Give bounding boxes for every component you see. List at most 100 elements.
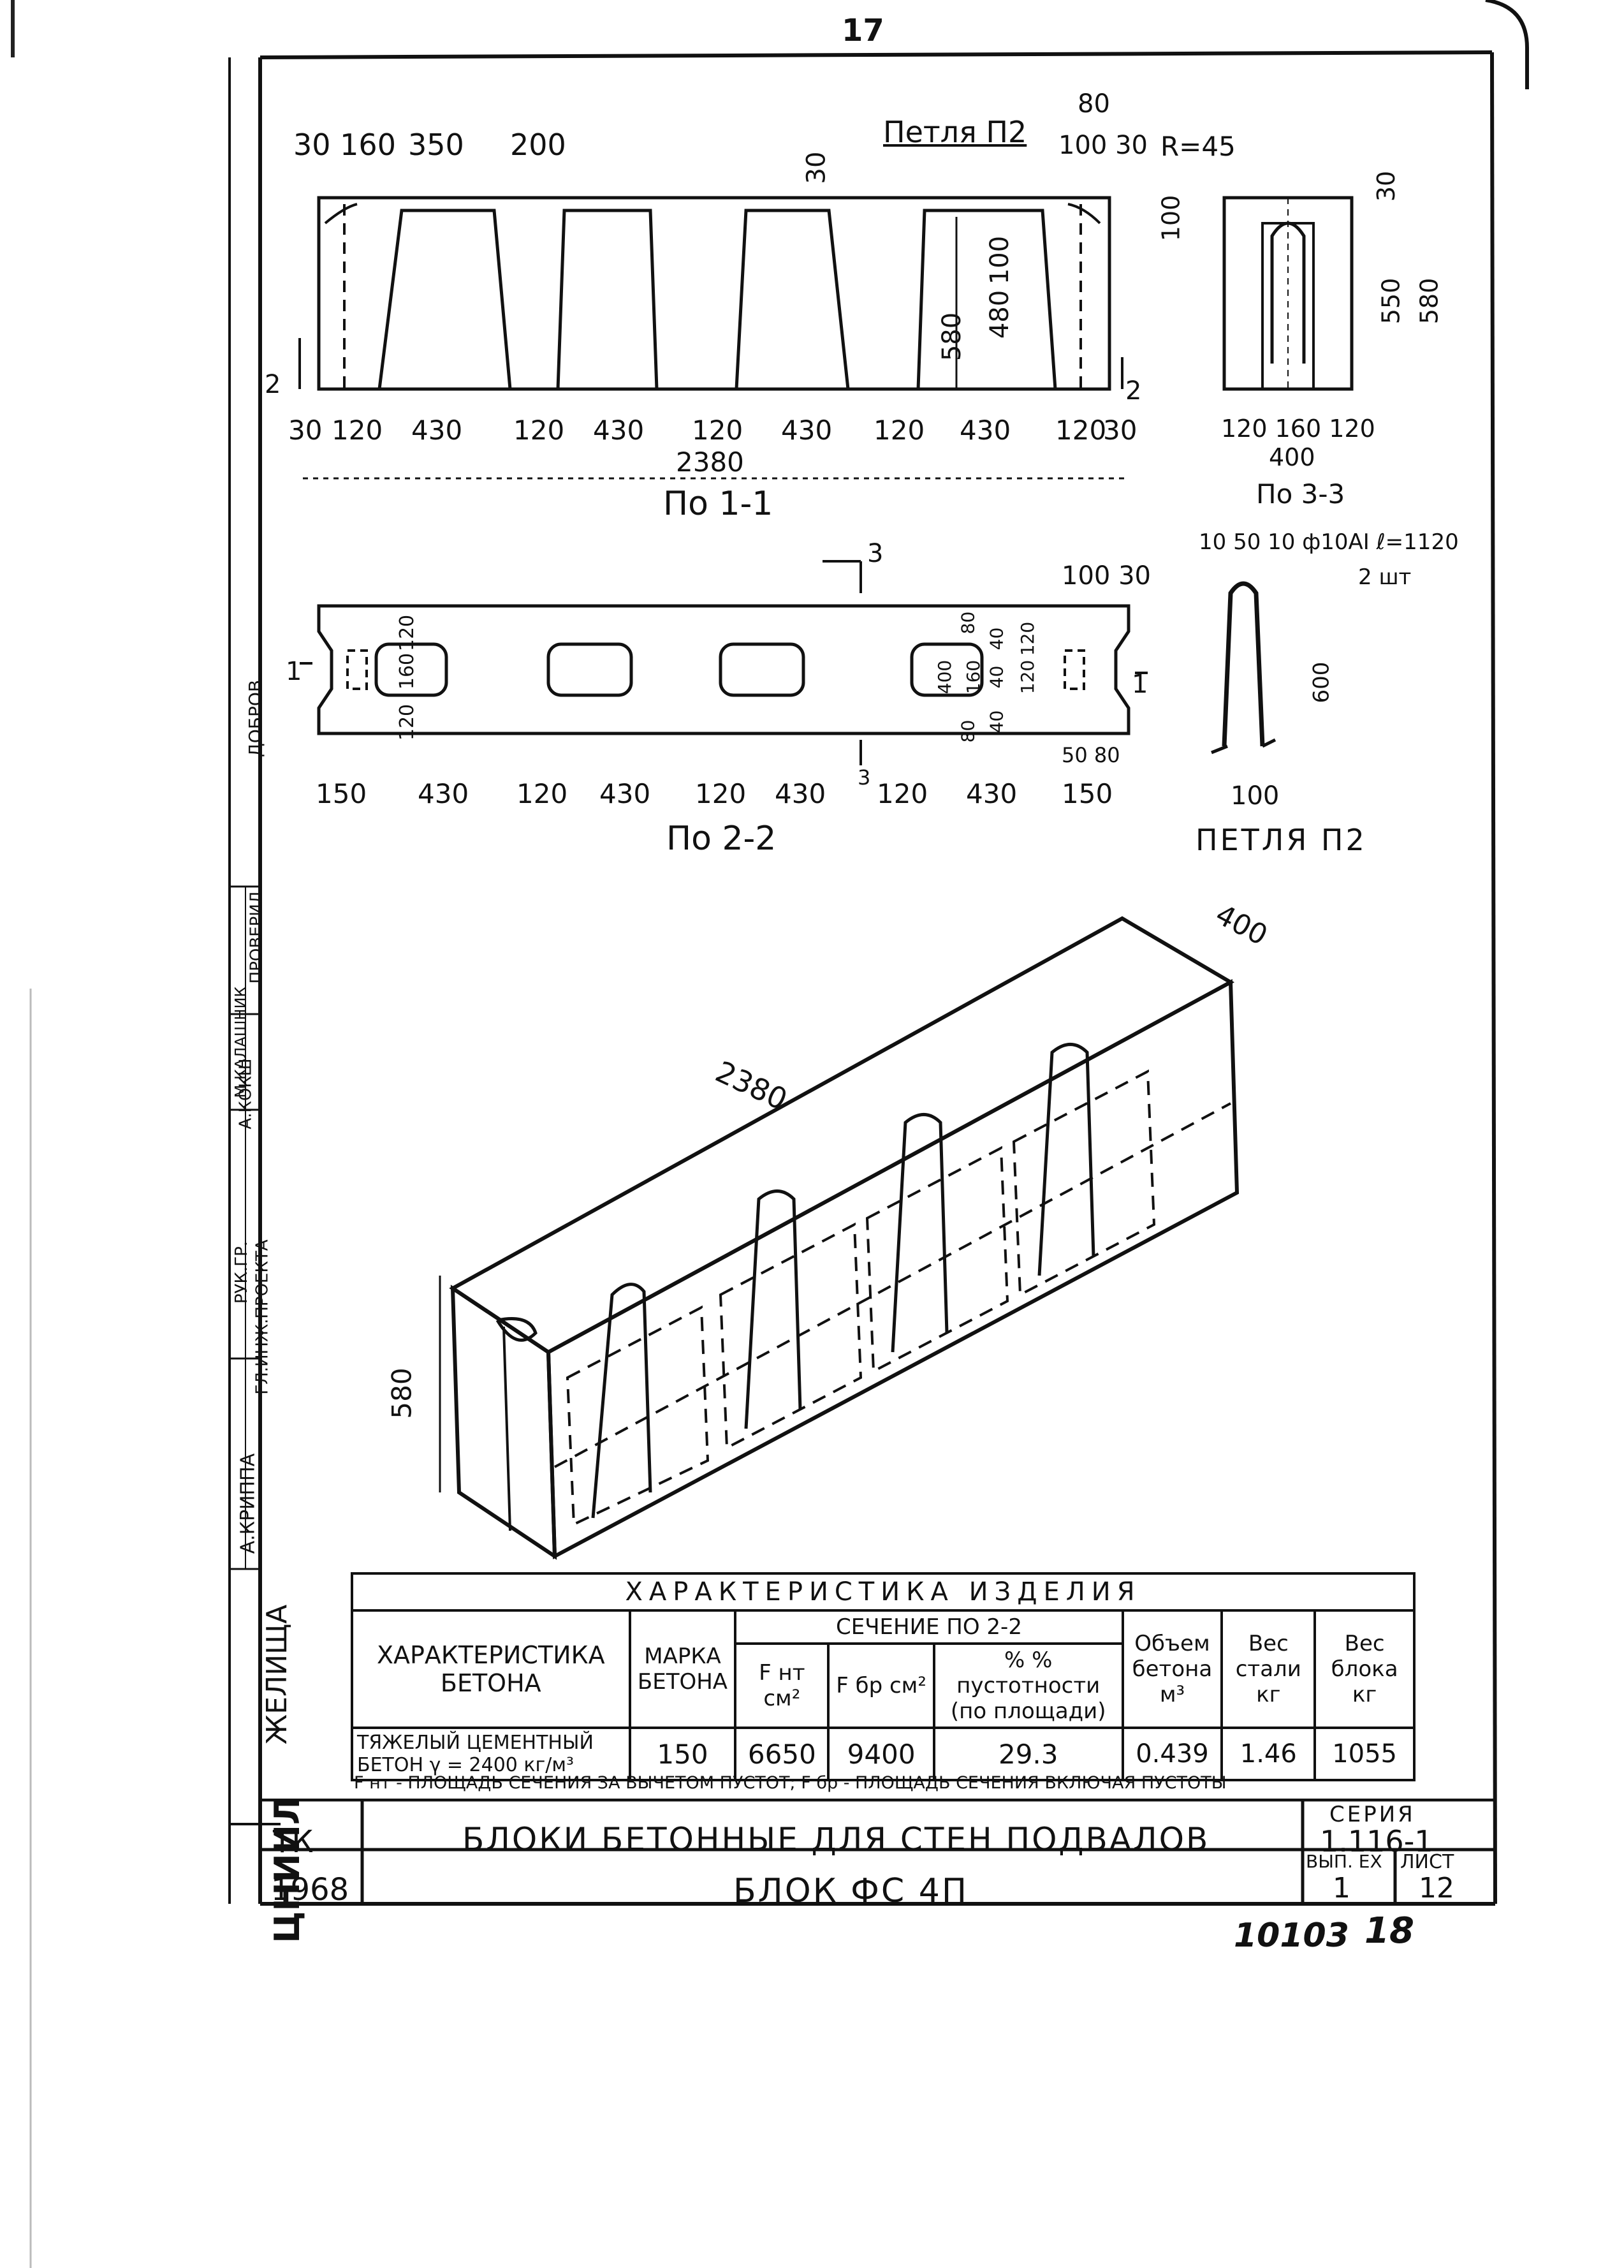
section-1-1-vdim-480: 480 (985, 290, 1015, 339)
s22-left-dim-1: 160 (396, 652, 419, 690)
s33-left-dim: 100 (1157, 195, 1185, 242)
tb-main-title: БЛОКИ БЕТОННЫЕ ДЛЯ СТЕН ПОДВАЛОВ (462, 1821, 1210, 1858)
s11-bd-9: 120 (1055, 415, 1107, 446)
s22-right-dim-3: 160 (963, 659, 984, 695)
s22-right-dim-8: 80 (957, 719, 979, 743)
tb-sheet-label: ЛИСТ (1400, 1851, 1454, 1873)
s33-right-dim-30: 30 (1372, 170, 1401, 202)
s22-cut-bottom: 3 (858, 765, 871, 790)
td-f-br: 9400 (827, 1727, 935, 1781)
s33-right-dim-550: 550 (1377, 277, 1405, 325)
section-1-1-cut-left: 2 (265, 370, 281, 399)
section-1-1-total: 2380 (676, 446, 744, 478)
s22-right-dim-5: 120 (1017, 659, 1039, 695)
table-note: F нт - ПЛОЩАДЬ СЕЧЕНИЯ ЗА ВЫЧЕТОМ ПУСТОТ… (354, 1773, 1227, 1793)
s11-bd-6: 430 (781, 415, 833, 446)
isometric-block-drawing (439, 916, 1240, 1560)
s33-label: По 3-3 (1256, 478, 1345, 510)
th-volume: Объем бетона м³ (1121, 1609, 1224, 1729)
section-1-1-top-right: 30 (801, 151, 831, 184)
s33-right-dim-580: 580 (1415, 277, 1444, 325)
s22-cut-right: 1 (1132, 670, 1148, 699)
tb-year: 1968 (271, 1872, 349, 1908)
s22-bd-3: 430 (599, 778, 651, 809)
tb-issue-value: 1 (1333, 1872, 1350, 1904)
s22-bd-2: 120 (516, 778, 568, 809)
section-1-1-total-dimline (303, 477, 1125, 480)
s22-bd-6: 120 (877, 778, 928, 809)
s22-left-dim-2: 120 (396, 703, 419, 741)
s22-bd-7: 430 (966, 778, 1018, 809)
tb-series-label: СЕРИЯ (1329, 1802, 1416, 1827)
th-f-br: F бр см² (827, 1642, 935, 1729)
s22-right-dim-6: 400 (934, 659, 956, 695)
loop-height: 600 (1308, 661, 1335, 703)
tb-issue-label: ВЫП. ЕХ (1306, 1851, 1382, 1872)
th-f-nt: F нт см² (734, 1642, 830, 1729)
th-concrete: ХАРАКТЕРИСТИКА БЕТОНА (351, 1609, 631, 1729)
side-stamp-cell-2: РУК.ГР. (232, 1241, 252, 1304)
loop-rebar-spec: 10 50 10 ф10АI ℓ=1120 (1199, 529, 1459, 555)
section-1-1-vdim-580: 580 (937, 312, 967, 362)
s22-cut-left: 1 (286, 657, 302, 686)
loop-radius: R=45 (1160, 131, 1236, 162)
th-steel: Вес стали кг (1220, 1609, 1317, 1729)
section-1-1-drawing (298, 196, 1123, 391)
tb-sheet-value: 12 (1419, 1872, 1454, 1904)
s11-bd-7: 120 (874, 415, 925, 446)
s11-bd-3: 120 (513, 415, 565, 446)
page-number: 17 (842, 13, 884, 48)
handwritten-number: 10103 (1234, 1917, 1349, 1955)
s11-bd-2: 430 (411, 415, 463, 446)
section-1-1-label: По 1-1 (663, 485, 773, 523)
s11-bd-5: 120 (692, 415, 743, 446)
th-grade: МАРКА БЕТОНА (628, 1609, 737, 1729)
s22-right-dim-7: 40 (986, 710, 1007, 733)
td-grade: 150 (628, 1727, 737, 1781)
s22-right-dim-4: 40 (986, 665, 1007, 689)
section-1-1-top-dim-b: 350 (408, 128, 464, 162)
s22-cut-top: 3 (867, 539, 884, 568)
tb-sub-title: БЛОК ФС 4П (733, 1872, 969, 1910)
s11-bd-1: 120 (332, 415, 383, 446)
side-stamp-name-2: М.КАЛАШНИК (231, 986, 250, 1098)
td-volume: 0.439 (1121, 1727, 1224, 1781)
side-left-tag: ЖЕЛИЩА (261, 1604, 294, 1745)
characteristic-table: ХАРАКТЕРИСТИКА ИЗДЕЛИЯ ХАРАКТЕРИСТИКА БЕ… (351, 1572, 1416, 1781)
section-1-1-cut-right: 2 (1125, 376, 1142, 406)
loop-width: 100 (1231, 781, 1280, 811)
s22-bd-1: 430 (418, 778, 469, 809)
loop-dims-row: 100 30 (1058, 131, 1148, 160)
s22-bd-8: 150 (1062, 778, 1113, 809)
s33-bottom-dims: 120 160 120 (1221, 415, 1375, 443)
s22-right-dim-0: 80 (957, 611, 979, 635)
side-stamp-name-0: А.КРИППА (237, 1453, 260, 1554)
th-void: % % пустотности (по площади) (932, 1642, 1124, 1729)
iso-height: 580 (386, 1367, 418, 1419)
s22-top-right: 100 30 (1062, 561, 1151, 591)
side-stamp-cell-0: ГЛ.ИНЖ.ПРОЕКТА (252, 1239, 272, 1395)
section-1-1-vdim-100: 100 (985, 235, 1015, 285)
tb-tk: ТК (273, 1824, 314, 1860)
section-1-1-top-dim-a: 30 160 (293, 128, 396, 162)
section-3-3-drawing (1222, 196, 1354, 391)
th-section: СЕЧЕНИЕ ПО 2-2 (734, 1609, 1124, 1645)
s11-bd-8: 430 (960, 415, 1011, 446)
tb-series-value: 1.116-1 (1320, 1824, 1433, 1859)
section-2-2-label: По 2-2 (666, 820, 777, 858)
s22-bottom-right: 50 80 (1062, 743, 1120, 767)
side-stamp-name-3: ДОБРОВ (245, 679, 267, 758)
td-block: 1055 (1313, 1727, 1416, 1781)
s33-total: 400 (1269, 443, 1315, 471)
s22-right-dim-1: 40 (986, 627, 1007, 651)
td-void: 29.3 (932, 1727, 1124, 1781)
section-2-2-drawing (300, 560, 1148, 765)
s11-bd-0: 30 (288, 415, 323, 446)
loop-p2-drawing (1211, 581, 1277, 755)
s22-bd-4: 120 (695, 778, 747, 809)
side-stamp-cell-3: ПРОВЕРИЛ (247, 891, 267, 984)
section-1-1-top-dim-c: 200 (510, 128, 566, 162)
s22-bd-0: 150 (316, 778, 367, 809)
loop-count: 2 шт (1358, 564, 1412, 590)
